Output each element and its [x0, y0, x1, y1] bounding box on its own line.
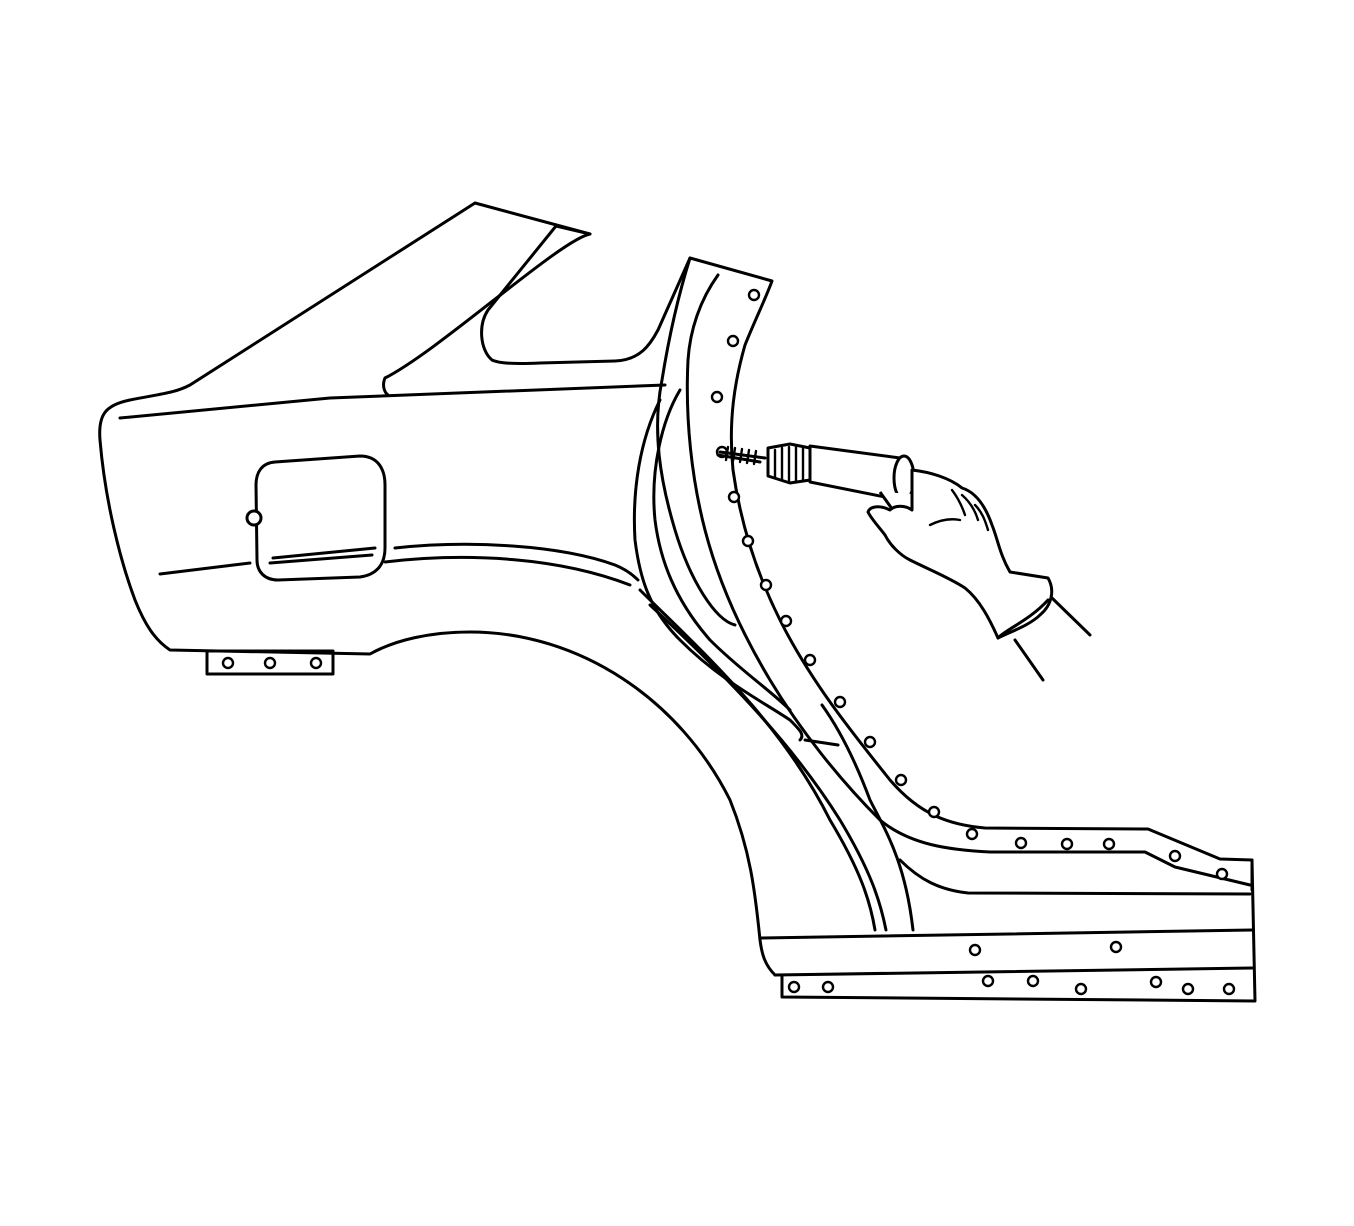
character-line-rear-lower	[383, 555, 632, 587]
spot-weld-marker	[803, 653, 817, 667]
spot-weld-marker	[309, 656, 323, 670]
character-line-rear	[393, 542, 640, 582]
arm-line-upper	[1050, 596, 1092, 637]
glove-fingers	[928, 488, 990, 532]
drill-bit-shank	[716, 453, 762, 464]
spot-weld-marker	[726, 334, 740, 348]
spot-weld-marker	[1102, 837, 1116, 851]
body-side-reinforcement	[632, 256, 1254, 932]
sail-edge	[382, 232, 592, 397]
spot-weld-marker	[1026, 974, 1040, 988]
character-line	[158, 561, 252, 576]
wheel-opening-inner-2	[648, 603, 888, 932]
gloved-hand-icon	[866, 468, 1092, 682]
spot-weld-marker	[747, 288, 761, 302]
quarter-window-opening	[480, 224, 692, 366]
spot-weld-marker	[1014, 836, 1028, 850]
spot-weld-marker	[1060, 837, 1074, 851]
spot-weld-marker	[863, 735, 877, 749]
arm-line-lower	[1013, 638, 1045, 682]
pillar-inner-line	[685, 273, 1252, 887]
wheel-opening-inner	[638, 588, 877, 932]
rocker-flange-outline	[780, 858, 1257, 1003]
spot-weld-marker	[741, 534, 755, 548]
spot-weld-marker	[1149, 975, 1163, 989]
wheel-opening	[638, 588, 888, 932]
reinforcement-lower	[898, 858, 1252, 896]
spot-weld-marker	[1109, 940, 1123, 954]
spot-weld-group	[221, 288, 1236, 996]
glove	[866, 468, 1054, 640]
spot-weld-marker	[263, 656, 277, 670]
spot-weld-marker	[1074, 982, 1088, 996]
spot-weld-marker	[821, 980, 835, 994]
inner-strip	[652, 388, 792, 712]
spot-weld-marker	[221, 656, 235, 670]
reinforcement-mark	[803, 738, 840, 747]
reinforcement-curve	[820, 703, 915, 932]
spot-weld-marker	[894, 773, 908, 787]
fuel-door-crease	[271, 546, 377, 560]
belt-line	[118, 383, 667, 420]
rocker-lower-line	[773, 966, 1254, 977]
fuel-door-outline	[254, 454, 387, 582]
inner-strip-2	[632, 398, 804, 742]
spot-weld-marker	[968, 943, 982, 957]
drill-bit-flutes	[724, 445, 758, 466]
spot-weld-marker	[1181, 982, 1195, 996]
spot-weld-marker	[727, 490, 741, 504]
drill-chuck-grips	[773, 445, 805, 484]
spot-weld-marker	[1222, 982, 1236, 996]
spot-weld-marker	[759, 578, 773, 592]
spot-weld-marker	[927, 805, 941, 819]
spot-weld-marker	[981, 974, 995, 988]
spot-weld-marker	[1215, 867, 1229, 881]
fuel-door-crease-lower	[268, 553, 374, 565]
fuel-door-hinge	[245, 509, 263, 527]
spot-weld-marker	[1168, 849, 1182, 863]
spot-weld-marker	[779, 614, 793, 628]
lower-bracket	[205, 649, 335, 676]
rocker-upper-line	[758, 928, 1254, 940]
fuel-door	[245, 454, 387, 582]
spot-weld-marker	[833, 695, 847, 709]
spot-weld-marker	[710, 390, 724, 404]
spot-weld-marker	[965, 827, 979, 841]
rocker-flange	[758, 858, 1257, 1003]
spot-weld-marker	[787, 980, 801, 994]
glove-cuff	[996, 598, 1050, 640]
quarter-outer-panel	[98, 201, 777, 977]
